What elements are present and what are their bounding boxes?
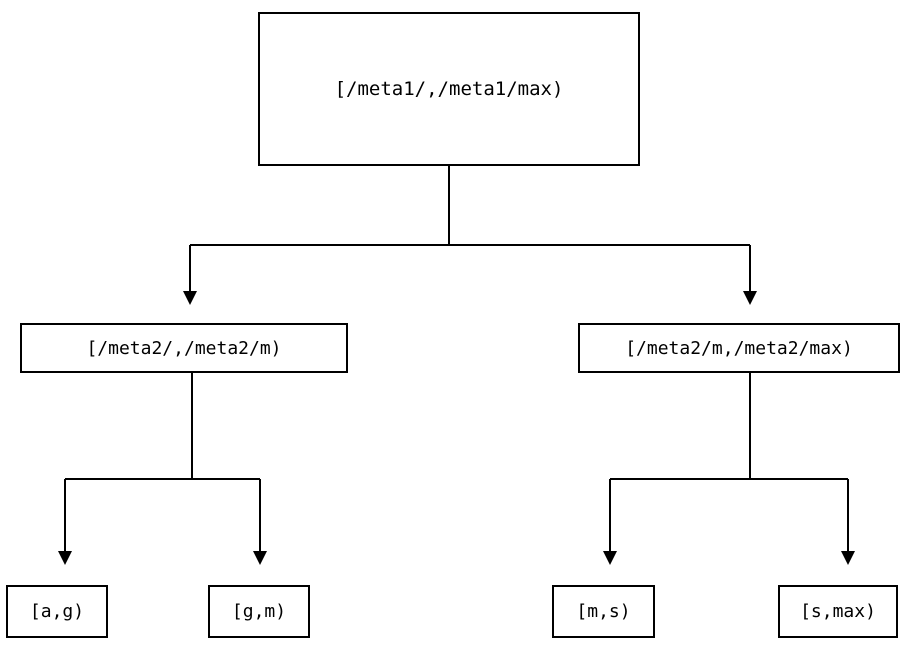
tree-node-leaf-3[interactable]: [m,s) xyxy=(552,585,655,638)
arrowhead-to-leaf-4 xyxy=(841,551,855,565)
tree-node-mid-left-label: [/meta2/,/meta2/m) xyxy=(86,337,282,359)
arrowhead-to-leaf-3 xyxy=(603,551,617,565)
tree-node-leaf-4[interactable]: [s,max) xyxy=(778,585,898,638)
tree-node-leaf-1[interactable]: [a,g) xyxy=(6,585,108,638)
tree-node-leaf-2-label: [g,m) xyxy=(231,601,287,622)
tree-node-leaf-1-label: [a,g) xyxy=(29,601,85,622)
arrowhead-to-mid-right xyxy=(743,291,757,305)
tree-node-leaf-4-label: [s,max) xyxy=(800,601,876,622)
tree-node-root[interactable]: [/meta1/,/meta1/max) xyxy=(258,12,640,166)
tree-node-mid-right-label: [/meta2/m,/meta2/max) xyxy=(625,337,853,359)
tree-node-mid-left[interactable]: [/meta2/,/meta2/m) xyxy=(20,323,348,373)
tree-node-root-label: [/meta1/,/meta1/max) xyxy=(334,78,564,100)
arrowhead-to-leaf-1 xyxy=(58,551,72,565)
arrowhead-to-mid-left xyxy=(183,291,197,305)
arrowhead-to-leaf-2 xyxy=(253,551,267,565)
tree-node-leaf-3-label: [m,s) xyxy=(576,601,631,622)
tree-node-leaf-2[interactable]: [g,m) xyxy=(208,585,310,638)
tree-node-mid-right[interactable]: [/meta2/m,/meta2/max) xyxy=(578,323,900,373)
